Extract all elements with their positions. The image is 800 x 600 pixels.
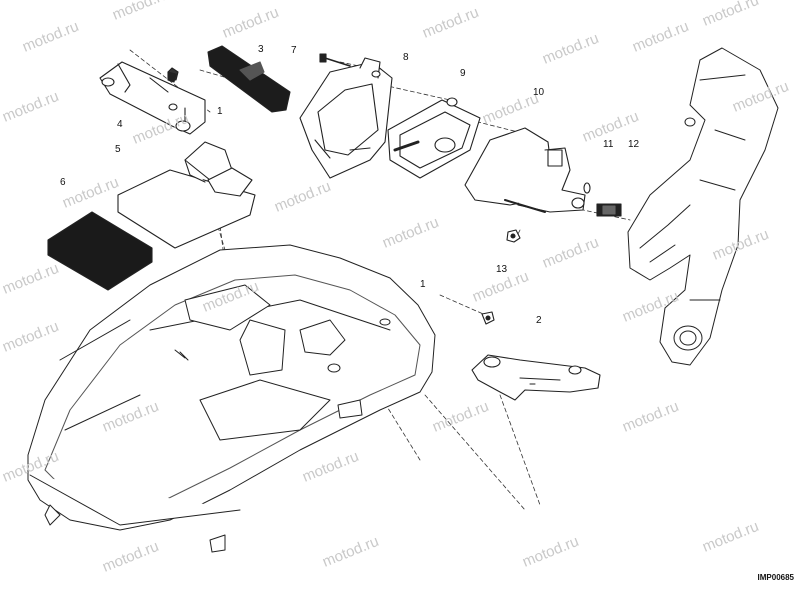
- callout-1-lower: 1: [420, 279, 426, 290]
- callout-3: 3: [258, 44, 264, 55]
- callout-5: 5: [115, 144, 121, 155]
- part-6-black-pad: [47, 211, 153, 291]
- part-11-washer: [583, 182, 591, 194]
- part-12-bushing: [596, 203, 622, 217]
- part-8-bracket: [299, 57, 393, 179]
- part-4-bracket: [99, 61, 206, 135]
- callout-7: 7: [291, 45, 297, 56]
- part-1-screw-lower: [481, 311, 495, 325]
- callout-10: 10: [533, 87, 545, 98]
- frame-section: [627, 47, 779, 366]
- callout-9: 9: [460, 68, 466, 79]
- part-9-control-unit: [387, 97, 481, 179]
- part-10-cover: [464, 127, 586, 213]
- callout-12: 12: [628, 139, 640, 150]
- part-3-rubber-pad: [207, 45, 291, 113]
- part-5-panel: [117, 141, 256, 249]
- callout-6: 6: [60, 177, 66, 188]
- part-2-heat-shield: [471, 354, 601, 401]
- tail-housing: [27, 244, 436, 553]
- image-code: IMP00685: [757, 573, 794, 582]
- part-13-nut: [506, 229, 521, 243]
- callout-11: 11: [603, 139, 614, 150]
- part-7-bolt: [319, 53, 351, 67]
- callout-1-upper: 1: [217, 106, 223, 117]
- part-1-screw-upper: [167, 71, 177, 83]
- callout-8: 8: [403, 52, 409, 63]
- callout-13: 13: [496, 264, 508, 275]
- callout-4: 4: [117, 119, 123, 130]
- callout-2: 2: [536, 315, 542, 326]
